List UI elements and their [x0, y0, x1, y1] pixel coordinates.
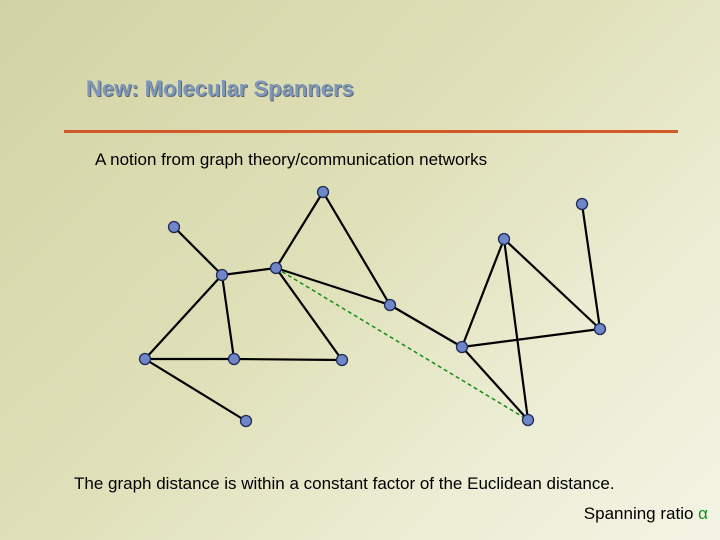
graph-edge-n2-n5 — [220, 274, 236, 360]
spanning-ratio-symbol: α — [698, 504, 708, 523]
graph-node-n14 — [521, 413, 535, 427]
graph-edge-n5-n7 — [233, 357, 343, 362]
graph-node-n8 — [316, 185, 330, 199]
slide-caption: The graph distance is within a constant … — [74, 474, 615, 493]
graph-edge-n2-n4 — [144, 274, 223, 360]
graph-node-n13 — [575, 197, 589, 211]
graph-edge-n3-n7 — [275, 267, 343, 361]
spanning-ratio: Spanning ratio α — [584, 504, 708, 524]
graph-edge-n10-n12 — [461, 327, 601, 349]
graph-node-n12 — [593, 322, 607, 336]
graph-edge-n10-n14 — [461, 346, 529, 421]
graph-node-n1 — [167, 220, 181, 234]
graph-node-n7 — [335, 353, 349, 367]
graph-node-n4 — [138, 352, 152, 366]
graph-node-n2 — [215, 268, 229, 282]
graph-node-n5 — [227, 352, 241, 366]
spanning-ratio-label: Spanning ratio — [583, 504, 694, 523]
graph-edge-n3-n9 — [275, 266, 391, 307]
euclidean-dashed-edge — [275, 267, 529, 421]
graph-nodes — [138, 185, 607, 428]
euclidean-distance-line — [275, 267, 529, 421]
graph-edges — [144, 191, 602, 422]
graph-edge-n2-n3 — [221, 266, 277, 277]
graph-edge-n10-n11 — [460, 238, 506, 348]
graph-node-n6 — [239, 414, 253, 428]
slide-title: New: Molecular Spanners — [86, 76, 354, 101]
graph-edge-n11-n14 — [502, 238, 530, 421]
slide-subtitle: A notion from graph theory/communication… — [95, 150, 488, 169]
graph-edge-n1-n2 — [173, 226, 223, 276]
graph-edge-n11-n12 — [503, 238, 601, 330]
graph-edge-n4-n6 — [144, 358, 247, 422]
title-divider — [64, 130, 678, 133]
graph-node-n3 — [269, 261, 283, 275]
graph-edge-n8-n9 — [322, 191, 391, 306]
graph-node-n9 — [383, 298, 397, 312]
graph-edge-n3-n8 — [275, 191, 324, 269]
graph-edge-n9-n10 — [389, 304, 463, 348]
graph-node-n11 — [497, 232, 511, 246]
graph-node-n10 — [455, 340, 469, 354]
graph-edge-n12-n13 — [580, 203, 602, 330]
